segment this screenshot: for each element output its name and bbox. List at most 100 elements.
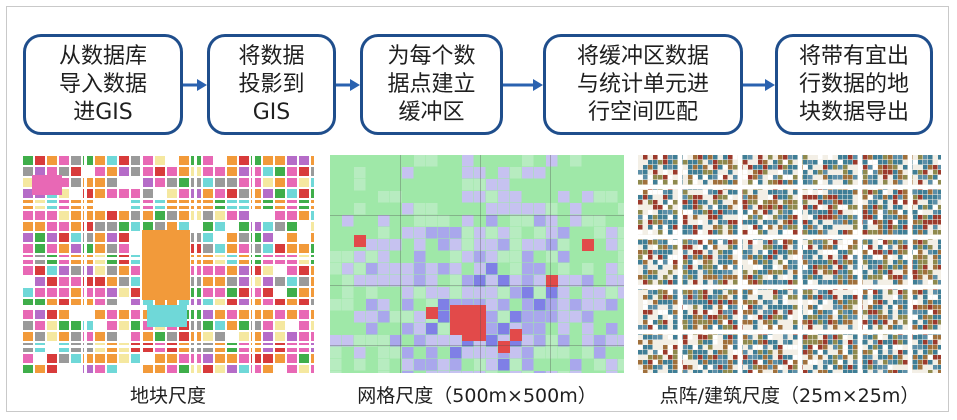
building-cell (868, 345, 873, 350)
grid-cell (510, 359, 522, 371)
building-cell (753, 275, 758, 280)
building-cell (868, 305, 873, 310)
building-cell (838, 245, 843, 250)
grid-cell (450, 203, 462, 215)
building-cell (803, 180, 808, 185)
building-cell (668, 255, 673, 260)
building-cell (933, 325, 938, 330)
building-cell (918, 280, 923, 285)
building-cell (863, 320, 868, 325)
building-cell (783, 175, 788, 180)
building-cell (673, 225, 678, 230)
grid-cell (498, 203, 510, 215)
building-cell (723, 310, 728, 315)
building-cell (868, 310, 873, 315)
building-cell (718, 315, 723, 320)
arrow-icon (743, 79, 775, 91)
building-cell (753, 165, 758, 170)
building-cell (883, 180, 888, 185)
building-cell (868, 180, 873, 185)
building-cell (713, 325, 718, 330)
grid-cell (606, 215, 618, 227)
grid-cell (534, 263, 546, 275)
building-cell (688, 255, 693, 260)
building-cell (693, 165, 698, 170)
road (858, 155, 862, 373)
land-parcel (107, 354, 117, 363)
land-parcel (239, 288, 249, 297)
grid-cell (510, 323, 522, 335)
land-parcel (251, 167, 261, 176)
building-cell (913, 255, 918, 260)
grid-cell (462, 179, 474, 191)
building-cell (673, 170, 678, 175)
building-cell (888, 310, 893, 315)
land-parcel (311, 266, 314, 275)
grid-cell (510, 347, 522, 359)
building-cell (708, 365, 713, 370)
building-cell (863, 350, 868, 355)
grid-cell (570, 323, 582, 335)
building-cell (703, 315, 708, 320)
building-cell (938, 315, 941, 320)
building-cell (918, 210, 923, 215)
building-cell (828, 180, 833, 185)
building-cell (818, 300, 823, 305)
building-cell (728, 260, 733, 265)
building-cell (683, 205, 688, 210)
building-cell (813, 350, 818, 355)
building-cell (788, 210, 793, 215)
building-cell (873, 345, 878, 350)
building-cell (673, 295, 678, 300)
building-cell (688, 265, 693, 270)
grid-cell (342, 215, 354, 227)
building-cell (708, 230, 713, 235)
building-cell (768, 200, 773, 205)
building-cell (893, 275, 898, 280)
land-parcel (71, 299, 81, 308)
building-cell (873, 230, 878, 235)
building-cell (728, 180, 733, 185)
building-cell (713, 335, 718, 340)
land-parcel (311, 178, 314, 187)
building-cell (673, 210, 678, 215)
grid-cell (414, 191, 426, 203)
building-cell (653, 180, 658, 185)
building-cell (683, 275, 688, 280)
land-parcel (215, 354, 225, 363)
land-parcel (251, 233, 261, 242)
building-cell (753, 190, 758, 195)
building-cell (733, 355, 738, 360)
building-cell (708, 275, 713, 280)
grid-cell (486, 287, 498, 299)
building-cell (693, 200, 698, 205)
building-cell (928, 245, 933, 250)
building-cell (723, 175, 728, 180)
building-cell (838, 265, 843, 270)
building-cell (733, 250, 738, 255)
building-cell (753, 320, 758, 325)
grid-cell (342, 179, 354, 191)
building-cell (833, 195, 838, 200)
grid-cell (402, 263, 414, 275)
building-cell (853, 350, 858, 355)
building-cell (743, 160, 748, 165)
building-cell (893, 250, 898, 255)
land-parcel (83, 321, 93, 330)
building-cell (663, 360, 668, 365)
building-cell (843, 260, 848, 265)
building-cell (778, 270, 783, 275)
grid-cell (498, 359, 510, 371)
building-cell (893, 320, 898, 325)
grid-cell (558, 323, 570, 335)
building-cell (673, 245, 678, 250)
building-cell (828, 265, 833, 270)
building-cell (703, 365, 708, 370)
building-cell (708, 205, 713, 210)
building-cell (708, 240, 713, 245)
land-parcel (107, 211, 117, 220)
land-parcel (251, 244, 261, 253)
building-cell (793, 210, 798, 215)
building-cell (808, 175, 813, 180)
building-cell (768, 335, 773, 340)
